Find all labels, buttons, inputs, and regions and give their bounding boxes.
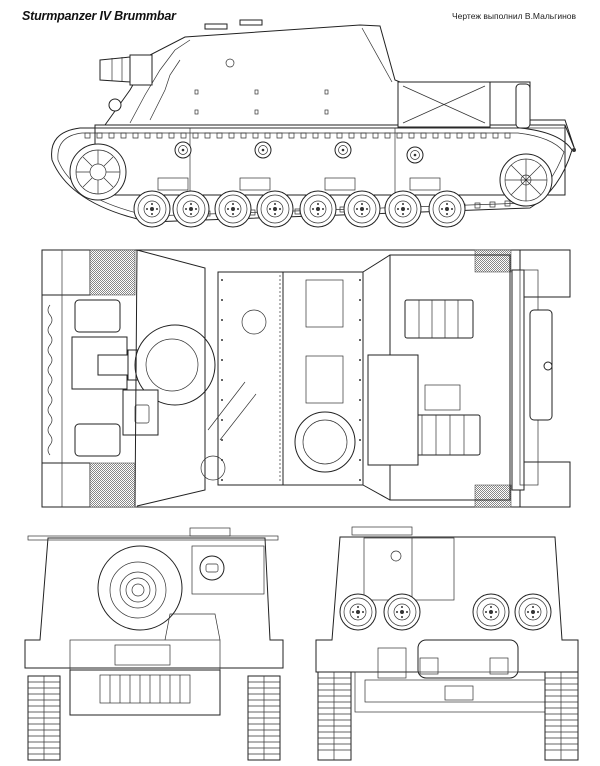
author-credit: Чертеж выполнил В.Мальгинов <box>452 11 577 21</box>
road-wheel <box>133 190 171 228</box>
road-wheel <box>256 190 294 228</box>
road-wheel <box>299 190 337 228</box>
spare-wheel <box>514 593 552 631</box>
right-track <box>544 671 579 761</box>
return-roller <box>406 146 424 164</box>
spare-wheel <box>472 593 510 631</box>
right-track <box>247 675 281 761</box>
return-roller <box>254 141 272 159</box>
spare-wheel <box>339 593 377 631</box>
spare-wheel <box>383 593 421 631</box>
front-view <box>24 527 284 761</box>
road-wheel <box>214 190 252 228</box>
drawing-title: Sturmpanzer IV Brummbar <box>22 9 176 23</box>
return-roller <box>334 141 352 159</box>
road-wheel <box>343 190 381 228</box>
return-roller <box>174 141 192 159</box>
left-track <box>317 671 352 761</box>
top-view <box>41 249 571 508</box>
road-wheel <box>384 190 422 228</box>
side-view <box>51 19 576 228</box>
road-wheel <box>428 190 466 228</box>
road-wheel <box>172 190 210 228</box>
drive-sprocket <box>69 143 127 201</box>
left-track <box>27 675 61 761</box>
idler-wheel <box>499 153 553 207</box>
rear-view <box>315 526 579 761</box>
